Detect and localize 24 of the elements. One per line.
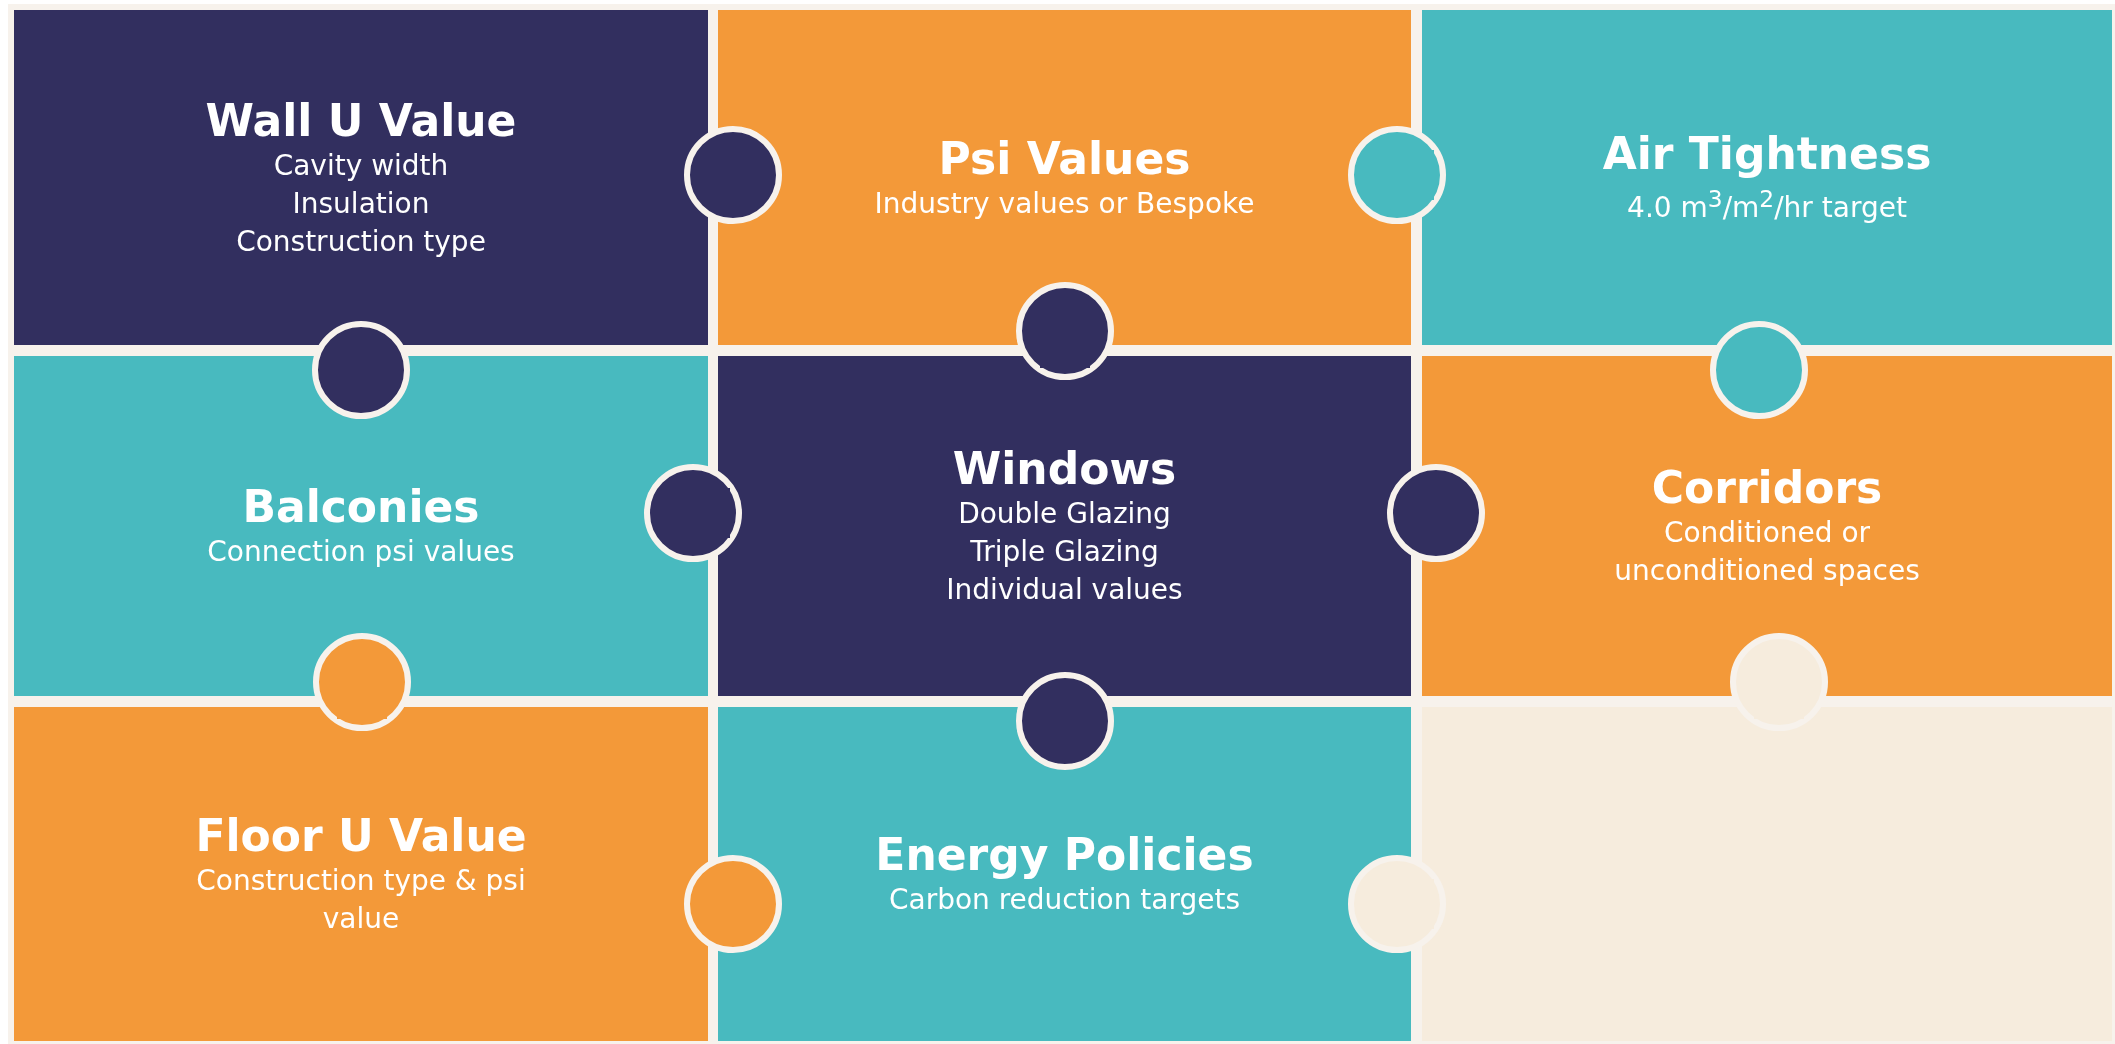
piece-text: Triple Glazing	[970, 534, 1159, 570]
piece-text: Double Glazing	[958, 496, 1171, 532]
piece-text: Carbon reduction targets	[888, 882, 1241, 918]
piece-title: Air Tightness	[1602, 127, 1932, 180]
piece-text: Construction type	[236, 223, 486, 260]
piece-text: Individual values	[946, 572, 1183, 608]
piece-title: Energy Policies	[875, 829, 1254, 881]
piece-title: Balconies	[242, 481, 480, 533]
piece-title: Corridors	[1651, 462, 1883, 514]
piece-title: Psi Values	[938, 132, 1191, 185]
puzzle-piece	[1419, 353, 2115, 699]
piece-text: Construction type & psi value	[195, 863, 527, 937]
piece-text: 4.0 m$^{3}$/m$^{2}$/hr target	[1627, 183, 1907, 227]
piece-text: Connection psi values	[207, 534, 515, 570]
piece-text: Insulation	[292, 185, 430, 222]
piece-text: Cavity width	[273, 147, 449, 184]
puzzle-piece	[715, 7, 1414, 348]
piece-title: Wall U Value	[205, 94, 517, 147]
piece-title: Floor U Value	[195, 810, 527, 862]
puzzle-piece	[11, 353, 711, 699]
piece-text: Industry values or Bespoke	[874, 185, 1255, 222]
puzzle-piece	[715, 704, 1414, 1044]
piece-title: Windows	[952, 443, 1177, 495]
piece-text: Conditioned or unconditioned spaces	[1613, 515, 1921, 589]
